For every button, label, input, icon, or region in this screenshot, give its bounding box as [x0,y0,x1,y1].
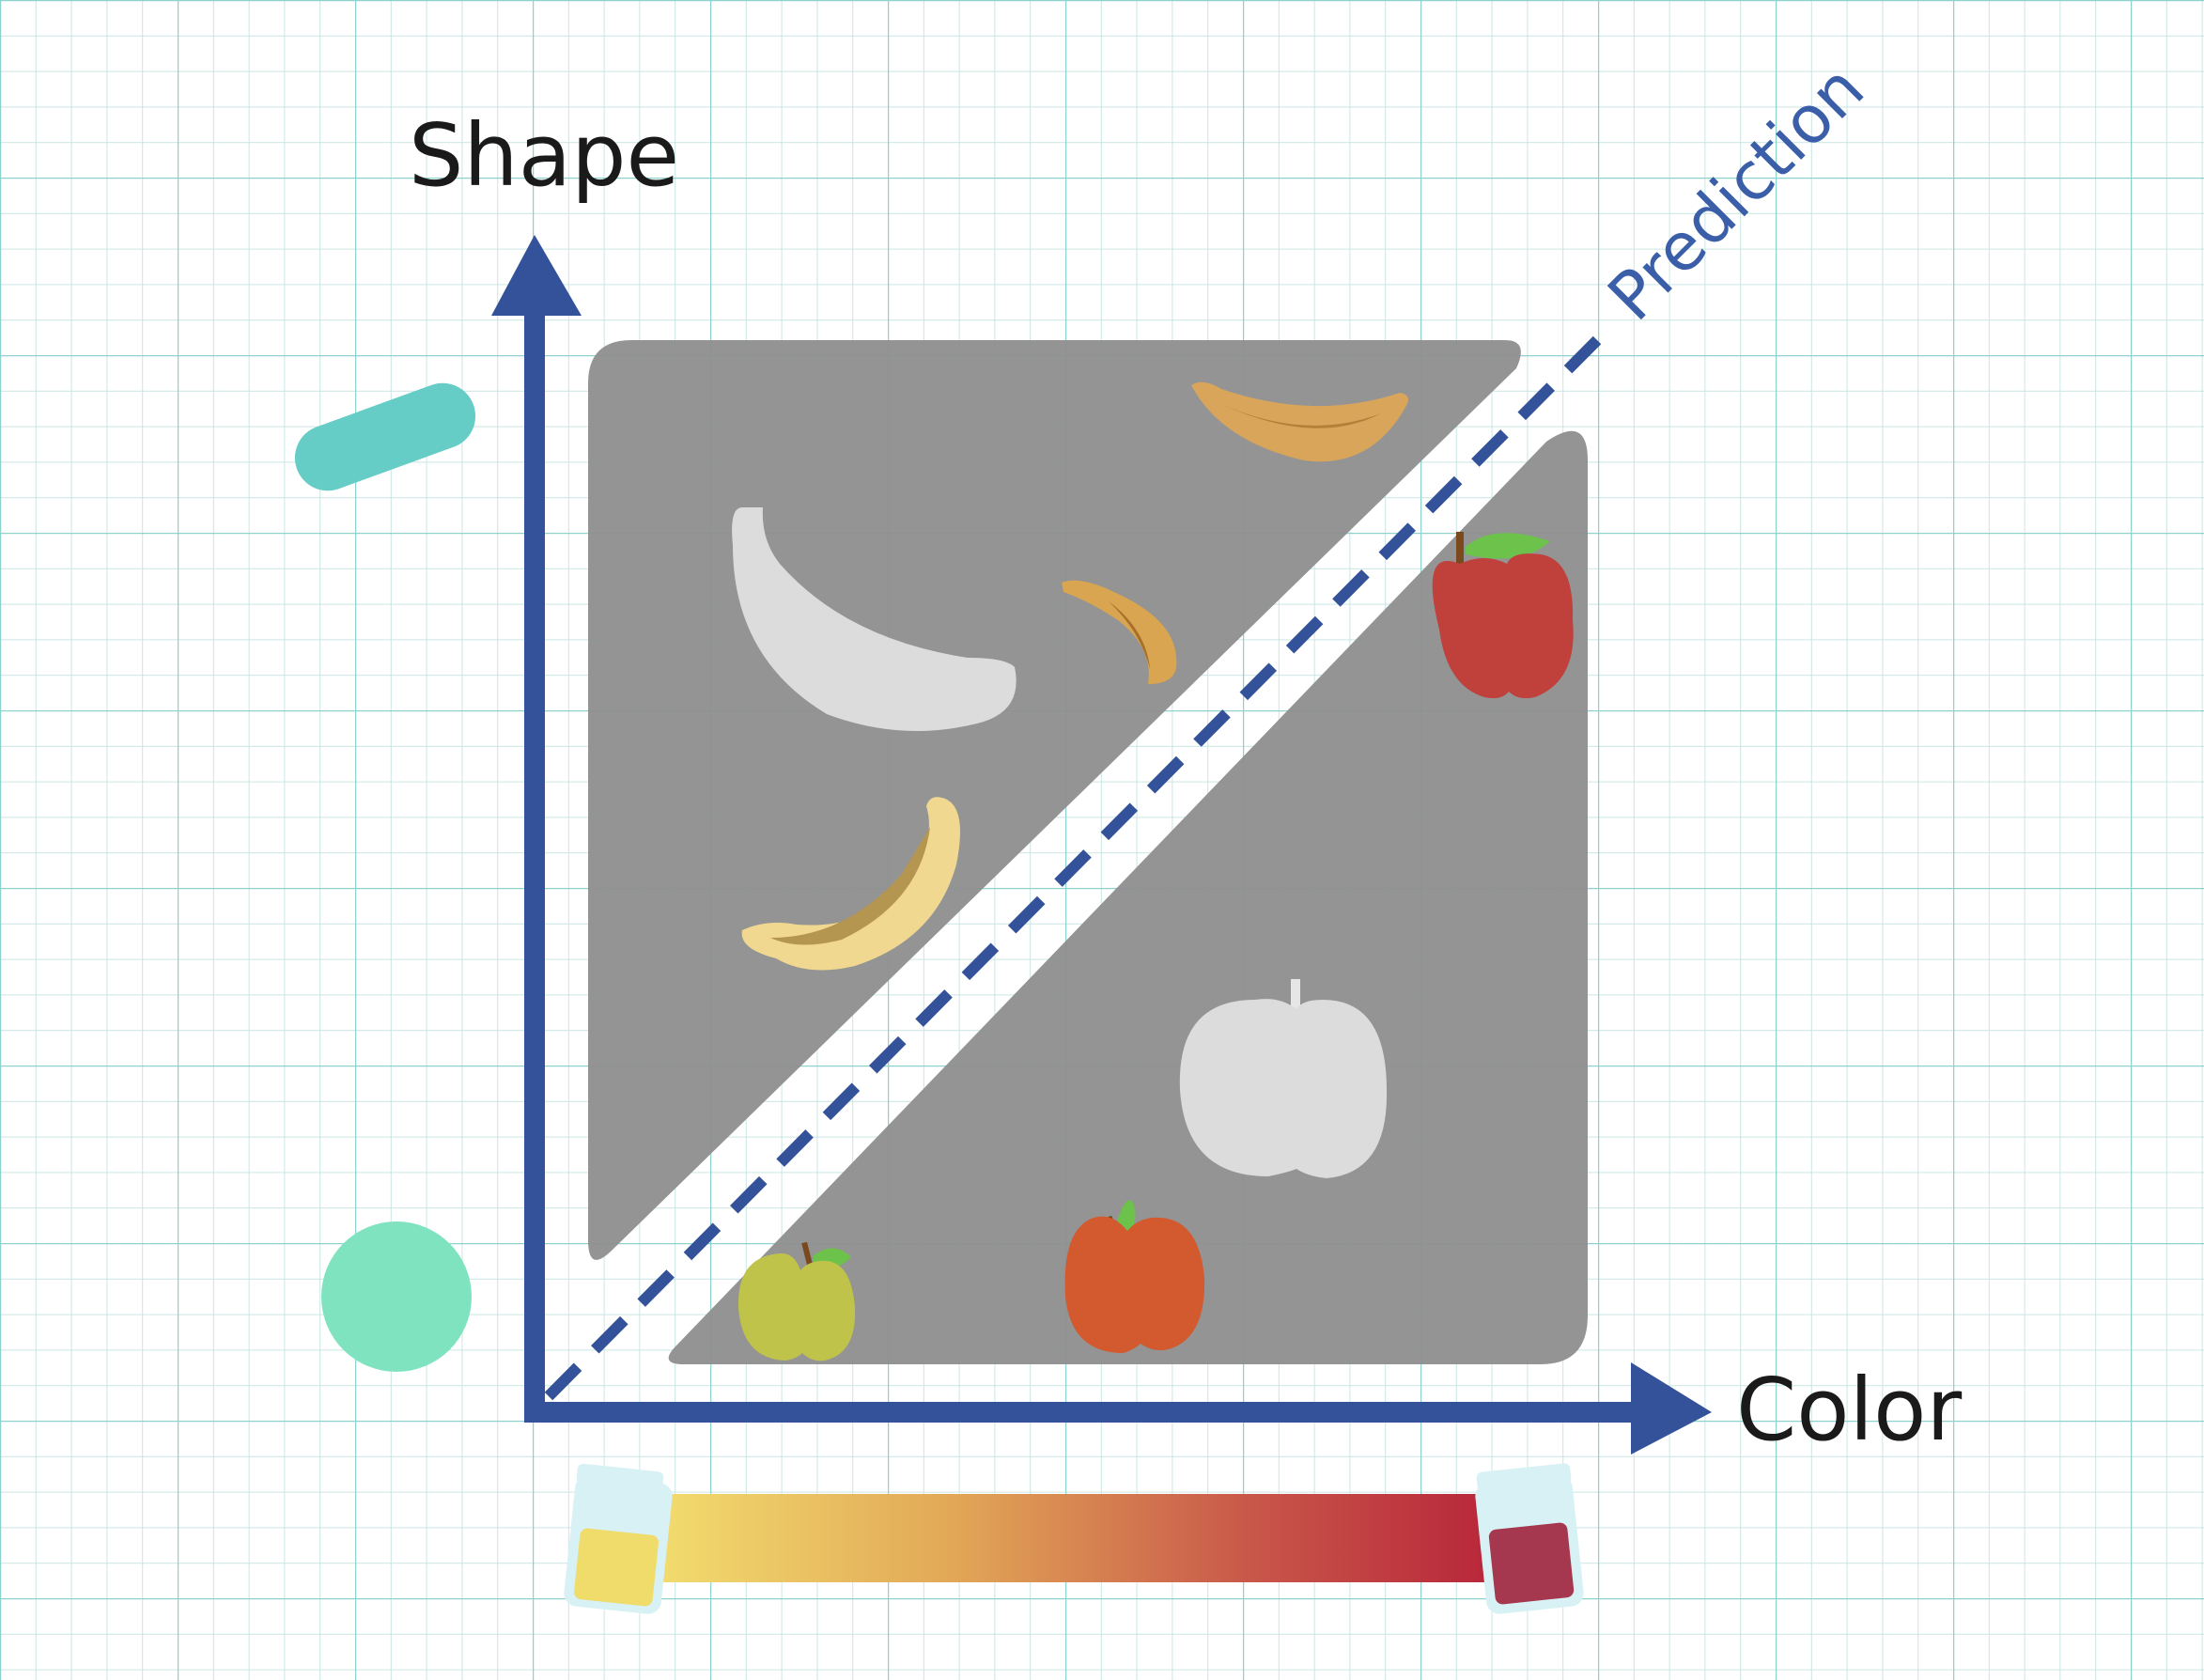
red-jar-icon [1475,1463,1584,1614]
elongated-shape-icon [294,382,476,491]
y-axis-arrowhead [491,235,582,316]
y-axis [491,235,582,1423]
banana-icon [1062,580,1177,684]
banana-icon [1191,381,1408,462]
x-axis-arrowhead [1631,1362,1712,1454]
apple-icon [1179,979,1388,1178]
x-axis [524,1362,1712,1454]
apple-icon [737,1241,856,1361]
color-scale-bar [658,1494,1494,1582]
apple-icon [1432,532,1574,699]
banana-region [588,340,1521,1260]
x-axis-label: Color [1736,1360,1962,1460]
round-shape-icon [321,1221,472,1372]
banana-icon [741,797,960,971]
banana-icon [732,507,1017,731]
prediction-boundary-line [544,335,1602,1401]
apple-icon [1064,1200,1205,1353]
y-axis-label: Shape [409,105,679,206]
yellow-jar-icon [564,1463,673,1614]
